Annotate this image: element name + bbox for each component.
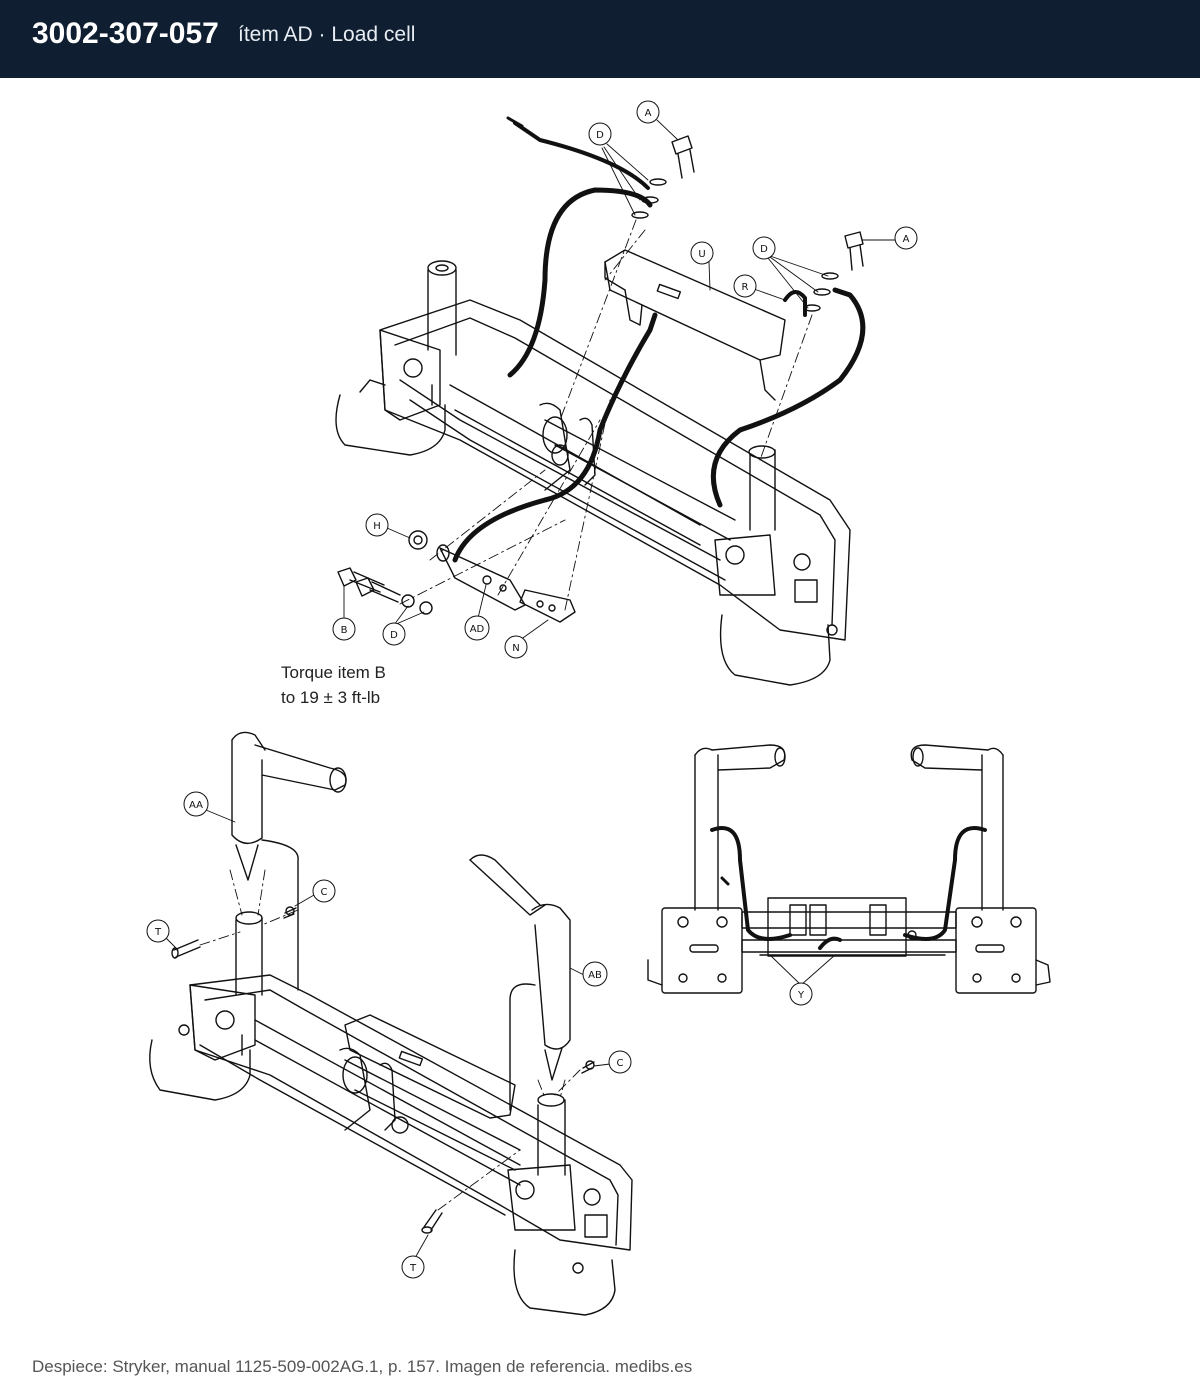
svg-text:B: B (341, 625, 348, 636)
bottom-left-axis-lines (199, 869, 581, 1211)
callout-r: R (733, 274, 757, 298)
svg-text:T: T (409, 1263, 417, 1274)
svg-text:R: R (742, 282, 749, 293)
callout-u: U (690, 241, 714, 265)
top-assembly-view (335, 116, 866, 686)
part-number: 3002-307-057 (32, 17, 219, 50)
header-bar: 3002-307-057 ítem AD · Load cell (0, 0, 1200, 78)
torque-note-line-1: Torque item B (281, 663, 386, 682)
svg-text:AB: AB (588, 970, 602, 981)
svg-text:C: C (321, 887, 328, 898)
svg-text:D: D (596, 130, 604, 141)
exploded-view-drawing: A D A D U R H B (146, 100, 1051, 1316)
svg-text:Y: Y (797, 990, 805, 1001)
callout-d-top: D (588, 122, 612, 146)
svg-text:A: A (903, 234, 910, 245)
source-footer: Despiece: Stryker, manual 1125-509-002AG… (32, 1357, 693, 1376)
item-subtitle: ítem AD · Load cell (238, 23, 416, 46)
callout-t-left: T (146, 919, 170, 943)
callout-b: B (332, 617, 356, 641)
torque-note-line-2: to 19 ± 3 ft-lb (281, 688, 381, 707)
callout-c-left: C (312, 879, 336, 903)
callout-leader-lines (165, 119, 897, 1259)
callout-y: Y (789, 982, 813, 1006)
callout-ab: AB (582, 961, 608, 987)
callouts: A D A D U R H B (146, 100, 918, 1279)
callout-n: N (504, 635, 528, 659)
callout-a-top: A (636, 100, 660, 124)
front-view (647, 744, 1051, 994)
callout-d-right: D (752, 236, 776, 260)
callout-h: H (365, 513, 389, 537)
svg-text:AA: AA (189, 800, 203, 811)
bottom-left-assembly-view (149, 731, 633, 1316)
svg-text:D: D (390, 630, 398, 641)
svg-text:U: U (698, 249, 705, 260)
callout-c-right: C (608, 1050, 632, 1074)
svg-text:N: N (512, 643, 519, 654)
callout-aa: AA (183, 791, 209, 817)
svg-text:A: A (645, 108, 652, 119)
svg-text:T: T (154, 927, 162, 938)
svg-text:C: C (617, 1058, 624, 1069)
svg-text:H: H (373, 521, 381, 532)
torque-note: Torque item B to 19 ± 3 ft-lb (281, 660, 386, 710)
callout-ad: AD (464, 615, 490, 641)
svg-text:AD: AD (470, 624, 485, 635)
top-assembly-axis-lines (399, 219, 813, 611)
callout-a-right: A (894, 226, 918, 250)
callout-t-bottom: T (401, 1255, 425, 1279)
callout-d-lower: D (382, 622, 406, 646)
svg-text:D: D (760, 244, 768, 255)
